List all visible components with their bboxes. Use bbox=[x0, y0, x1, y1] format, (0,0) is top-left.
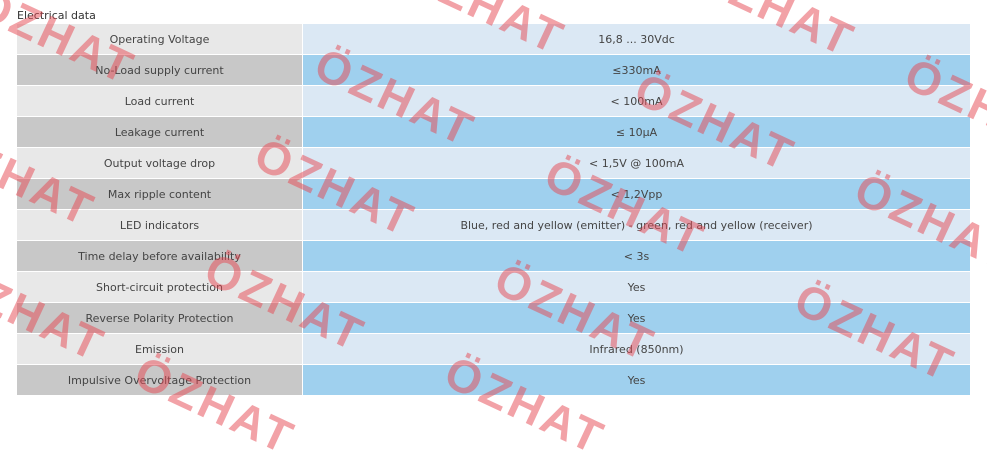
row-label: Leakage current bbox=[17, 116, 303, 148]
table-row: Leakage current ≤ 10µA bbox=[17, 116, 970, 148]
table-row: Emission Infrared (850nm) bbox=[17, 333, 970, 365]
table-row: No-Load supply current ≤330mA bbox=[17, 54, 970, 86]
row-value: < 1,2Vpp bbox=[302, 178, 970, 210]
table-row: Short-circuit protection Yes bbox=[17, 271, 970, 303]
row-label: Operating Voltage bbox=[17, 24, 303, 55]
table-row: Max ripple content < 1,2Vpp bbox=[17, 178, 970, 210]
row-value: Blue, red and yellow (emitter) - green, … bbox=[302, 209, 970, 241]
row-value: ≤ 10µA bbox=[302, 116, 970, 148]
row-label: Impulsive Overvoltage Protection bbox=[17, 364, 303, 396]
row-label: Time delay before availability bbox=[17, 240, 303, 272]
row-label: Emission bbox=[17, 333, 303, 365]
electrical-data-table: Operating Voltage 16,8 ... 30Vdc No-Load… bbox=[17, 24, 970, 396]
section-title: Electrical data bbox=[17, 9, 96, 22]
row-label: Short-circuit protection bbox=[17, 271, 303, 303]
row-value: Yes bbox=[302, 364, 970, 396]
row-value: Infrared (850nm) bbox=[302, 333, 970, 365]
row-label: Load current bbox=[17, 85, 303, 117]
table-row: Output voltage drop < 1,5V @ 100mA bbox=[17, 147, 970, 179]
row-value: 16,8 ... 30Vdc bbox=[302, 24, 970, 55]
row-value: < 3s bbox=[302, 240, 970, 272]
row-value: ≤330mA bbox=[302, 54, 970, 86]
row-label: Output voltage drop bbox=[17, 147, 303, 179]
table-row: Load current < 100mA bbox=[17, 85, 970, 117]
row-value: Yes bbox=[302, 302, 970, 334]
row-label: Max ripple content bbox=[17, 178, 303, 210]
row-value: < 1,5V @ 100mA bbox=[302, 147, 970, 179]
table-row: Impulsive Overvoltage Protection Yes bbox=[17, 364, 970, 396]
table-row: Reverse Polarity Protection Yes bbox=[17, 302, 970, 334]
row-label: No-Load supply current bbox=[17, 54, 303, 86]
row-value: Yes bbox=[302, 271, 970, 303]
row-label: LED indicators bbox=[17, 209, 303, 241]
table-row: LED indicators Blue, red and yellow (emi… bbox=[17, 209, 970, 241]
table-row: Time delay before availability < 3s bbox=[17, 240, 970, 272]
row-value: < 100mA bbox=[302, 85, 970, 117]
row-label: Reverse Polarity Protection bbox=[17, 302, 303, 334]
table-row: Operating Voltage 16,8 ... 30Vdc bbox=[17, 24, 970, 55]
